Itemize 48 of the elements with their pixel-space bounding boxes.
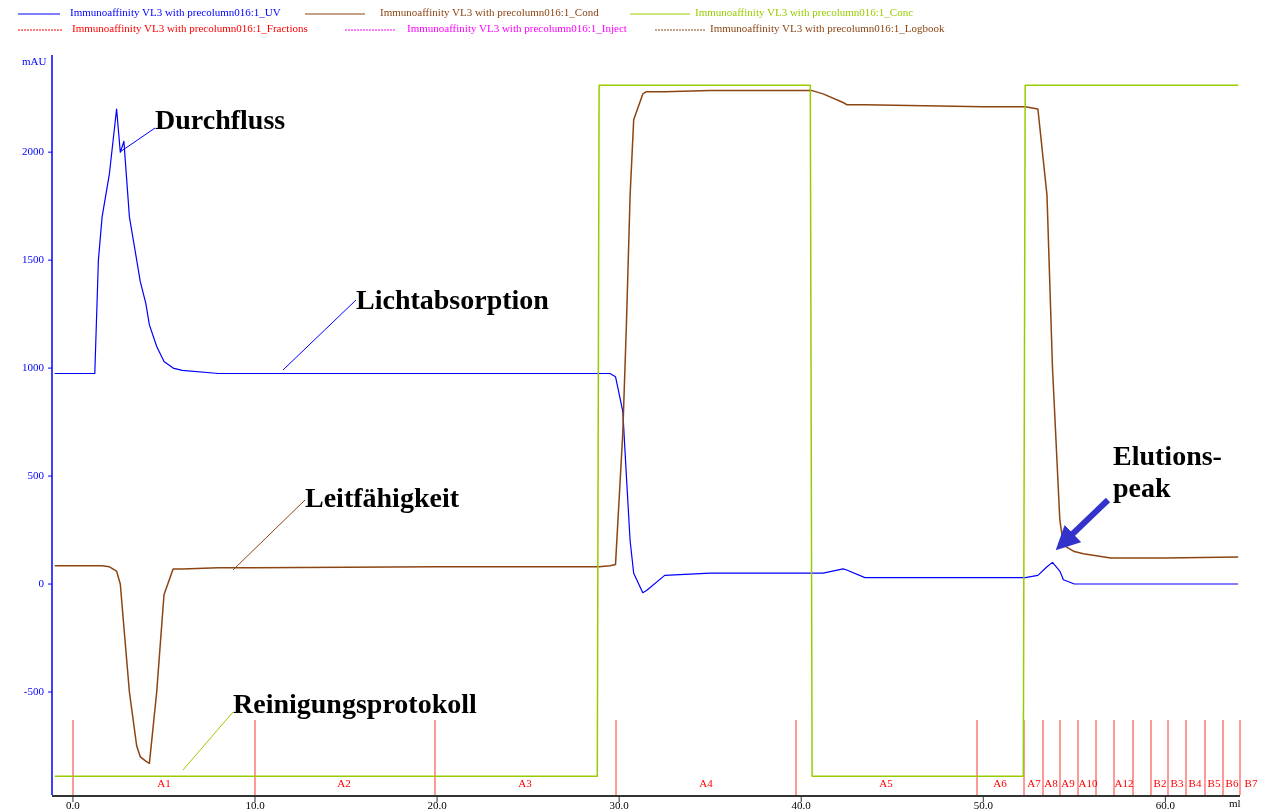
fraction-label: B7 [1244, 778, 1258, 789]
tick-label: 1500 [21, 254, 44, 266]
fraction-label: A2 [337, 778, 351, 789]
fraction-label: A8 [1044, 778, 1058, 789]
fraction-label: A12 [1114, 778, 1134, 789]
arrow [1055, 497, 1111, 551]
annotation-label: Leitfähigkeit [305, 482, 459, 514]
leader-line [119, 127, 156, 153]
leader-line [182, 711, 234, 771]
legend-label: Immunoaffinity VL3 with precolumn016:1_Fractions [72, 23, 308, 34]
fraction-label: A9 [1061, 778, 1075, 789]
tick-label: -500 [22, 686, 44, 697]
fraction-label: A4 [699, 778, 713, 789]
axis-title: ml [1229, 798, 1241, 809]
fraction-label: A5 [879, 778, 893, 789]
fraction-label: B6 [1225, 778, 1239, 789]
annotation-label: Durchfluss [155, 104, 286, 136]
tick-label: 50.0 [972, 800, 994, 811]
tick-label: 2000 [21, 146, 44, 158]
fraction-label: A3 [518, 778, 532, 789]
tick-label: 1000 [21, 362, 44, 374]
fraction-label: B4 [1188, 778, 1202, 789]
axis-title: mAU [22, 56, 47, 67]
legend-label: Immunoaffinity VL3 with precolumn016:1_Inject [407, 23, 627, 34]
legend-label: Immunoaffinity VL3 with precolumn016:1_UV [70, 7, 281, 18]
fraction-label: A10 [1078, 778, 1098, 789]
annotation-label: Reinigungsprotokoll [233, 688, 477, 720]
fraction-label: B2 [1153, 778, 1167, 789]
tick-label: 30.0 [608, 800, 630, 811]
fraction-label: A6 [993, 778, 1007, 789]
tick-label: 0 [37, 578, 44, 590]
legend-label: Immunoaffinity VL3 with precolumn016:1_Logbook [710, 23, 945, 34]
tick-label: 60.0 [1154, 800, 1176, 811]
tick-label: 20.0 [426, 800, 448, 811]
leader-line [232, 499, 306, 571]
fraction-label: A1 [157, 778, 171, 789]
fraction-label: B5 [1207, 778, 1221, 789]
fraction-label: B3 [1170, 778, 1184, 789]
legend-label: Immunoaffinity VL3 with precolumn016:1_Conc [695, 7, 914, 18]
annotation-label: Lichtabsorption [356, 284, 549, 316]
fraction-label: A7 [1027, 778, 1041, 789]
tick-label: 0.0 [65, 800, 81, 811]
tick-label: 10.0 [244, 800, 266, 811]
tick-label: 500 [26, 470, 44, 482]
tick-label: 40.0 [790, 800, 812, 811]
leader-line [282, 299, 357, 371]
annotation-label: Elutions- peak [1113, 440, 1223, 504]
legend-label: Immunoaffinity VL3 with precolumn016:1_Cond [380, 7, 599, 18]
